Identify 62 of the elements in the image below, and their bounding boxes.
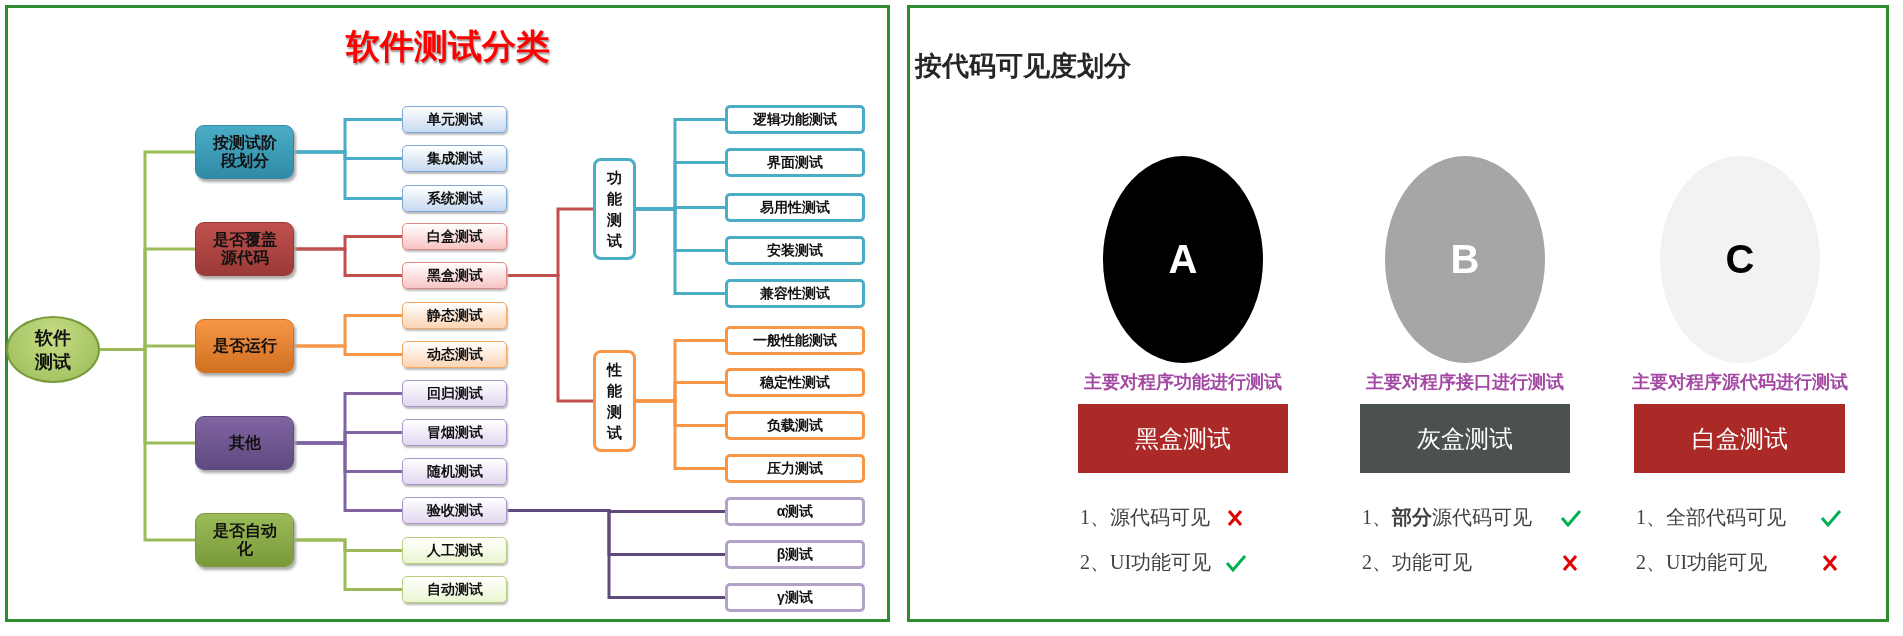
panel-frame [907, 5, 1889, 622]
connector-line [636, 399, 725, 470]
subcategory-box: 冒烟测试 [402, 419, 507, 446]
subcategory-box: 系统测试 [402, 185, 507, 212]
leaf-box: 逻辑功能测试 [725, 105, 865, 134]
list-item: 1、全部代码可见 [1636, 505, 1786, 530]
caption-text: 主要对程序接口进行测试 [1365, 371, 1565, 394]
subcategory-box: 回归测试 [402, 380, 507, 407]
subcategory-box: 验收测试 [402, 497, 507, 524]
subcategory-box: 集成测试 [402, 145, 507, 172]
connector-line [294, 247, 402, 277]
leaf-box: 兼容性测试 [725, 279, 865, 308]
letter-oval: A [1103, 156, 1263, 363]
subcategory-box: 白盒测试 [402, 223, 507, 250]
caption-text: 主要对程序功能进行测试 [1083, 371, 1283, 394]
list-item: 1、部分源代码可见 [1362, 505, 1532, 530]
connector-line [294, 150, 402, 200]
leaf-box: α测试 [725, 497, 865, 526]
category-box: 按测试阶段划分 [195, 125, 294, 179]
topic-ellipse: 软件测试 [6, 316, 100, 383]
leaf-box: 稳定性测试 [725, 368, 865, 397]
subcategory-box: 自动测试 [402, 576, 507, 603]
leaf-box: 压力测试 [725, 454, 865, 483]
list-item: 1、源代码可见 [1080, 505, 1210, 530]
connector-line [294, 538, 402, 591]
list-item: 2、UI功能可见 [1636, 550, 1768, 575]
leaf-box: 界面测试 [725, 148, 865, 177]
connector-line [507, 509, 725, 599]
subcategory-box: 黑盒测试 [402, 262, 507, 289]
subcategory-box: 静态测试 [402, 302, 507, 329]
subcategory-box: 人工测试 [402, 537, 507, 564]
connector-line [100, 348, 195, 542]
category-box: 是否运行 [195, 319, 294, 373]
connector-line [294, 344, 402, 356]
letter-oval: B [1385, 156, 1545, 363]
leaf-box: β测试 [725, 540, 865, 569]
caption-text: 主要对程序源代码进行测试 [1630, 371, 1849, 394]
list-item: 2、UI功能可见 [1080, 550, 1212, 575]
connector-line [507, 274, 593, 403]
group-box: 性能测试 [593, 350, 636, 452]
leaf-box: γ测试 [725, 583, 865, 612]
label-bar: 白盒测试 [1634, 404, 1845, 473]
subcategory-box: 动态测试 [402, 341, 507, 368]
category-box: 是否覆盖源代码 [195, 222, 294, 276]
leaf-box: 负载测试 [725, 411, 865, 440]
panel-title: 软件测试分类 [344, 26, 551, 67]
connector-line [636, 207, 725, 295]
panel-title: 按代码可见度划分 [915, 50, 1131, 83]
leaf-box: 安装测试 [725, 236, 865, 265]
category-box: 是否自动化 [195, 513, 294, 567]
label-bar: 灰盒测试 [1360, 404, 1570, 473]
subcategory-box: 单元测试 [402, 106, 507, 133]
letter-oval: C [1660, 156, 1820, 363]
leaf-box: 一般性能测试 [725, 326, 865, 355]
group-box: 功能测试 [593, 158, 636, 260]
panel-frame [5, 5, 890, 622]
list-item: 2、功能可见 [1362, 550, 1472, 575]
connector-line [294, 441, 402, 512]
subcategory-box: 随机测试 [402, 458, 507, 485]
label-bar: 黑盒测试 [1078, 404, 1288, 473]
leaf-box: 易用性测试 [725, 193, 865, 222]
category-box: 其他 [195, 416, 294, 470]
